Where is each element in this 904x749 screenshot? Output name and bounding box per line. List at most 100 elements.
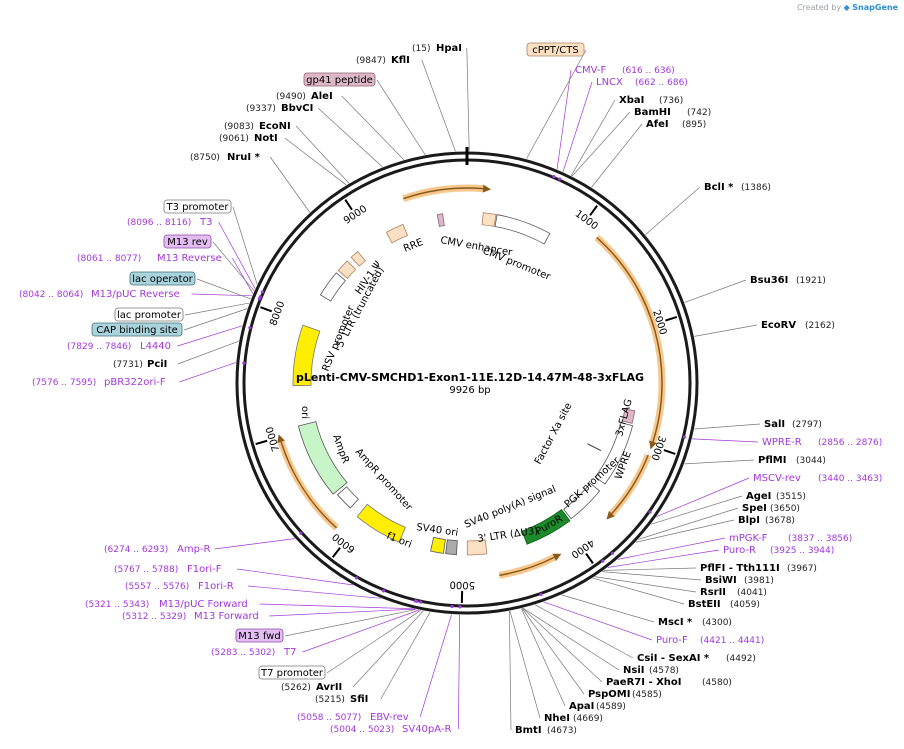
primer-leader-3 [231,257,254,294]
primer-name-8: MSCV-rev [753,473,801,484]
primer-mark-10 [601,559,605,563]
enzyme-leader-6 [269,156,311,213]
ori-arrow [292,324,321,387]
box-label-5: lac promoter [117,310,182,321]
primer-mark-7 [682,435,686,439]
enzyme-pos-14: (3044) [796,456,826,466]
primer-mark-17 [419,600,423,604]
enzyme-name-23: CsiI - SexAI * [637,653,710,664]
primer-range-11: (4421 .. 4441) [700,636,764,646]
box-label-3: M13 rev [167,237,208,248]
tick-7000 [255,439,268,446]
enzyme-name-14: PflMI [758,455,786,466]
primer-range-10: (3925 .. 3944) [770,546,834,556]
primer-mark-4 [257,297,262,301]
enzyme-leader-23 [534,604,634,659]
enzyme-pos-9: (895) [682,120,706,130]
box-8 [258,665,326,680]
enzyme-leader-29 [508,611,512,731]
enzyme-name-26: PspOMI [588,689,630,700]
primer-leader-6 [179,362,237,383]
primer-leader-16 [269,608,416,617]
primer-range-3: (8061 .. 8077) [77,254,141,264]
box-leader-5 [184,302,250,316]
box-6 [91,322,183,337]
enzyme-leader-16 [638,507,739,540]
enzyme-pos-18: (3967) [787,564,817,574]
enzyme-leader-20 [594,576,697,593]
tick-label-9000: 9000 [342,204,369,227]
box-label-8: T7 promoter [260,668,324,679]
box-2 [163,199,232,214]
enzyme-pos-21: (4059) [730,600,760,610]
enzyme-leader-12 [694,324,758,337]
primer-name-4: M13/pUC Reverse [91,289,180,300]
enzyme-name-30: PciI [147,359,167,370]
enzyme-pos-6: (8750) [190,153,220,163]
box-3 [163,234,212,249]
tick-8000 [260,306,273,313]
primer-range-19: (5004 .. 5023) [330,725,394,735]
enzyme-leader-22 [561,594,655,623]
primer-range-14: (5557 .. 5576) [125,582,189,592]
enzyme-pos-15: (3515) [776,492,806,502]
primer-range-5: (7829 .. 7846) [67,342,131,352]
enzyme-name-4: EcoNI [259,121,291,132]
orf-arrow-1 [649,440,657,450]
enzyme-name-19: BsiWI [705,575,737,586]
box-leader-1 [376,79,426,155]
primer-range-17: (5283 .. 5302) [211,648,275,658]
primer-name-2: T3 [199,217,212,228]
primer-mark-13 [355,576,359,580]
sv40ori-box [430,536,446,554]
enzyme-leader-13 [694,423,761,430]
tick-label-8000: 8000 [268,300,287,328]
box-1 [303,72,376,87]
primer-name-11: Puro-F [656,635,688,646]
primer-name-9: mPGK-F [729,533,768,544]
orf-arrow-2 [606,510,615,520]
tick-2000 [665,316,678,322]
tick-1000 [589,205,598,216]
box-label-1: gp41 peptide [306,75,373,86]
enzyme-name-7: XbaI [619,95,644,106]
tick-6000 [331,547,341,558]
box-leader-3 [212,241,255,292]
box-leader-7 [284,609,417,637]
enzyme-name-16: SpeI [742,503,767,514]
enzyme-pos-24: (4578) [649,666,679,676]
f1ori-arrow [356,503,406,543]
box-leader-8 [326,610,421,674]
primer-name-6: pBR322ori-F [104,377,166,388]
primer-name-5: L4440 [140,341,171,352]
enzyme-pos-30: (7731) [113,360,143,370]
enzyme-name-5: NotI [254,133,278,144]
enzyme-leader-5 [284,137,347,186]
enzyme-name-17: BlpI [738,515,760,526]
tick-4000 [585,552,594,564]
box-label-4: lac operator [132,274,193,285]
enzyme-pos-12: (2162) [805,321,835,331]
primer-mark-5 [248,326,252,330]
enzyme-leader-1 [421,59,456,152]
enzyme-name-18: PflFI - Tth111I [700,563,780,574]
enzyme-name-24: NsiI [623,665,644,676]
tick-9000 [344,199,353,211]
cmv-promoter-arrow [494,214,551,245]
label-ampr-promoter: AmpR promoter [353,447,415,514]
tick-label-1000: 1000 [573,209,600,233]
primer-range-15: (5321 .. 5343) [85,600,149,610]
tick-label-5000: 5000 [449,579,475,591]
primer-mark-19 [458,605,462,609]
primer-name-1: LNCX [596,77,623,88]
primer-name-14: F1ori-R [198,581,234,592]
primer-leader-17 [302,609,420,653]
enzyme-leader-30 [177,340,239,365]
orf-line-4 [280,441,338,529]
site-labels: (15)HpaI(9847)KflI(9490)AleI(9337)BbvCI(… [19,42,882,736]
label-ori: ori [299,406,310,419]
enzyme-pos-0: (15) [412,44,430,54]
primer-range-7: (2856 .. 2876) [818,438,882,448]
box-4 [129,271,196,286]
